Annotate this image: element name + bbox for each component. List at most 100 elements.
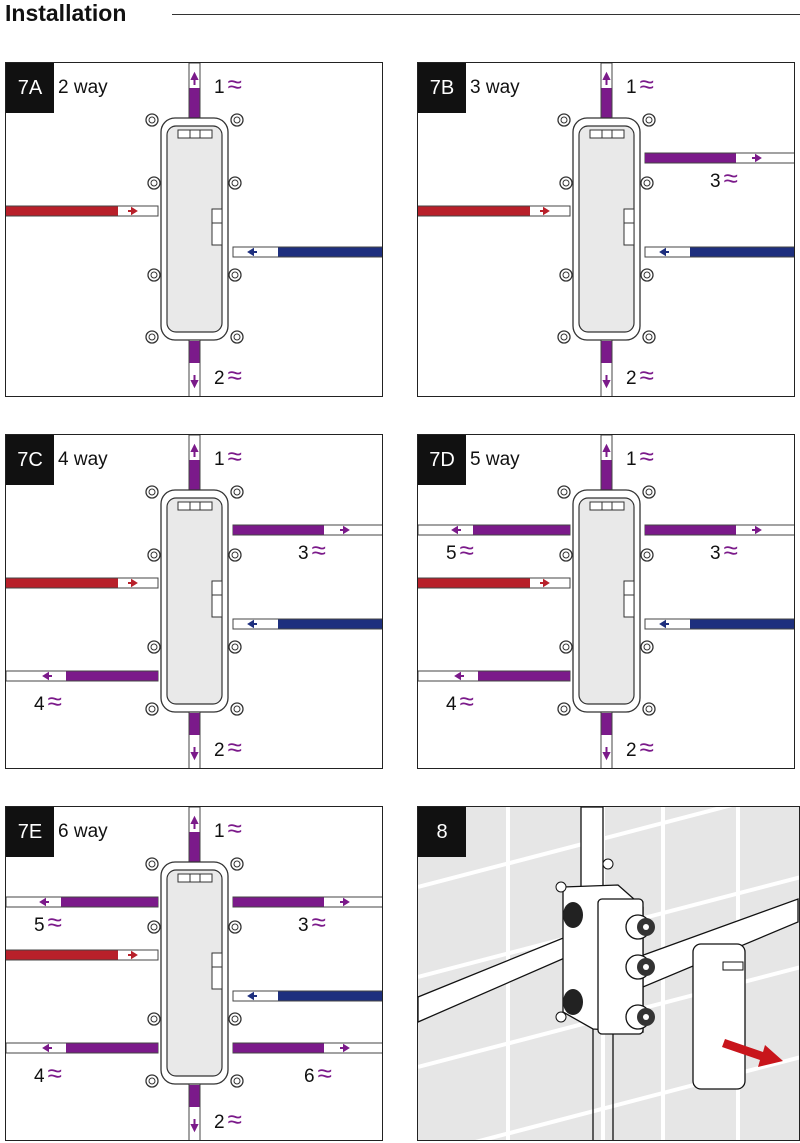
outlet-label-2: 2≈ — [214, 734, 242, 762]
outlet-label-1: 1≈ — [214, 71, 242, 99]
panel-title: 4 way — [58, 449, 108, 470]
valve-body — [145, 113, 244, 344]
flow-arrow-icon — [540, 206, 550, 216]
panel-id-badge: 7A — [6, 63, 54, 113]
panel-title: 3 way — [470, 77, 520, 98]
flow-arrow-icon — [451, 525, 461, 535]
outlet-number: 4 — [34, 1066, 45, 1087]
water-flow-icon: ≈ — [311, 535, 326, 565]
flow-arrow-icon — [340, 525, 350, 535]
cold-inlet-pipe — [644, 246, 794, 258]
outlet-number: 2 — [214, 1112, 225, 1133]
pull-arrow-icon — [722, 1039, 783, 1067]
water-flow-icon: ≈ — [47, 907, 62, 937]
water-flow-icon: ≈ — [459, 535, 474, 565]
page-title: Installation — [5, 0, 127, 26]
outlet-pipe-5 — [418, 524, 571, 536]
outlet-number: 6 — [304, 1066, 315, 1087]
outlet-number: 3 — [298, 915, 309, 936]
flow-arrow-icon — [128, 950, 138, 960]
water-flow-icon: ≈ — [639, 69, 654, 99]
outlet-label-2: 2≈ — [214, 1106, 242, 1134]
outlet-pipe-3 — [644, 152, 794, 164]
outlet-label-3: 3≈ — [298, 909, 326, 937]
hot-inlet-pipe — [418, 205, 571, 217]
flow-arrow-up-icon — [602, 443, 611, 457]
outlet-pipe-3 — [232, 896, 382, 908]
hot-inlet-pipe — [6, 949, 159, 961]
flow-arrow-icon — [752, 525, 762, 535]
valve-body — [557, 485, 656, 716]
water-flow-icon: ≈ — [311, 907, 326, 937]
water-flow-icon: ≈ — [639, 360, 654, 390]
cold-inlet-pipe — [232, 618, 382, 630]
panel-title: 6 way — [58, 821, 108, 842]
outlet-label-2: 2≈ — [626, 734, 654, 762]
outlet-label-1: 1≈ — [626, 443, 654, 471]
outlet-number: 1 — [626, 77, 637, 98]
outlet-number: 5 — [34, 915, 45, 936]
outlet-number: 3 — [298, 543, 309, 564]
cold-inlet-pipe — [232, 246, 382, 258]
outlet-number: 1 — [626, 449, 637, 470]
water-flow-icon: ≈ — [227, 1104, 242, 1134]
flow-arrow-icon — [340, 897, 350, 907]
water-flow-icon: ≈ — [47, 1058, 62, 1088]
outlet-pipe-6 — [232, 1042, 382, 1054]
valve-body — [145, 857, 244, 1088]
outlet-number: 2 — [214, 368, 225, 389]
flow-arrow-icon — [659, 247, 669, 257]
outlet-label-1: 1≈ — [214, 443, 242, 471]
outlet-number: 5 — [446, 543, 457, 564]
panel-id-badge: 7D — [418, 435, 466, 485]
outlet-label-4: 4≈ — [34, 1060, 62, 1088]
outlet-number: 4 — [34, 694, 45, 715]
flow-arrow-icon — [42, 1043, 52, 1053]
outlet-pipe-4 — [6, 1042, 159, 1054]
outlet-label-2: 2≈ — [626, 362, 654, 390]
outlet-pipe-5 — [6, 896, 159, 908]
flow-arrow-down-icon — [602, 747, 611, 761]
outlet-label-3: 3≈ — [710, 165, 738, 193]
outlet-pipe-3 — [232, 524, 382, 536]
flow-arrow-down-icon — [190, 747, 199, 761]
flow-arrow-up-icon — [190, 815, 199, 829]
hot-inlet-pipe — [418, 577, 571, 589]
cover-box — [692, 943, 783, 1090]
outlet-label-1: 1≈ — [626, 71, 654, 99]
flow-arrow-up-icon — [602, 71, 611, 85]
flow-arrow-icon — [454, 671, 464, 681]
flow-arrow-icon — [128, 578, 138, 588]
outlet-label-4: 4≈ — [34, 688, 62, 716]
valve-body — [145, 485, 244, 716]
water-flow-icon: ≈ — [317, 1058, 332, 1088]
outlet-label-2: 2≈ — [214, 362, 242, 390]
installation-illustration — [418, 807, 799, 1140]
outlet-label-4: 4≈ — [446, 688, 474, 716]
panel-id-badge: 8 — [418, 807, 466, 857]
panel-8: 8 — [417, 806, 800, 1141]
flow-arrow-up-icon — [190, 443, 199, 457]
flow-arrow-icon — [247, 991, 257, 1001]
outlet-number: 1 — [214, 77, 225, 98]
cold-inlet-pipe — [232, 990, 382, 1002]
panel-id-badge: 7B — [418, 63, 466, 113]
panel-title: 2 way — [58, 77, 108, 98]
flow-arrow-icon — [42, 671, 52, 681]
flow-arrow-icon — [128, 206, 138, 216]
outlet-number: 3 — [710, 171, 721, 192]
water-flow-icon: ≈ — [639, 732, 654, 762]
outlet-number: 2 — [214, 740, 225, 761]
flow-arrow-icon — [247, 247, 257, 257]
flow-arrow-icon — [752, 153, 762, 163]
water-flow-icon: ≈ — [723, 535, 738, 565]
flow-arrow-down-icon — [602, 375, 611, 389]
outlet-label-5: 5≈ — [446, 537, 474, 565]
valve-body — [555, 858, 655, 1035]
flow-arrow-down-icon — [190, 375, 199, 389]
outlet-number: 1 — [214, 449, 225, 470]
outlet-label-3: 3≈ — [710, 537, 738, 565]
